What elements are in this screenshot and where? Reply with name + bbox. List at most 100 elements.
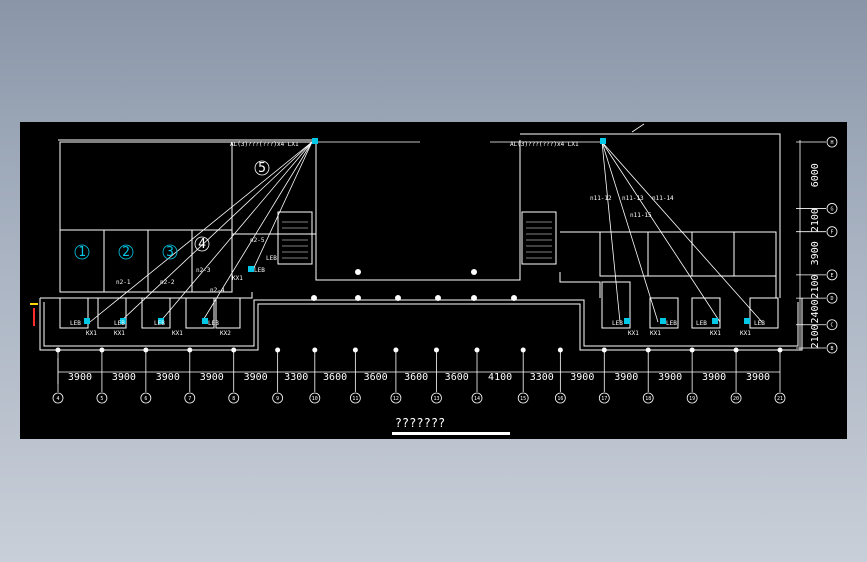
axis-bubble [826,136,838,148]
dimension-label: 3900 [570,372,594,383]
circuit-label-n2-3: n2-3 [196,267,211,274]
circuit-wiring-left [89,141,313,323]
circuit-label-n2-1: n2-1 [116,279,131,286]
column-marker [231,347,237,353]
axis-bubble-label: 8 [232,396,235,402]
column-marker [777,347,783,353]
dimension-label-vertical: 2400 [810,299,821,323]
room-right-1 [599,231,649,277]
axis-bubble [554,392,566,404]
dimension-label: 3900 [746,372,770,383]
room-number-3: 3 [166,245,174,260]
kx-label: KX1 [172,330,183,337]
wc-right-2 [649,297,679,329]
column-marker [143,347,149,353]
column-marker [275,347,281,353]
wc-left-5 [215,297,241,329]
dimension-label: 3600 [364,372,388,383]
circuit-label-n11-14: n11-14 [652,195,674,202]
right-stair [521,211,557,265]
axis-bubble [431,392,442,404]
right-lower-wall [559,272,777,298]
axis-bubble [826,292,838,304]
circuit-label-n2-5: n2-5 [250,237,265,244]
axis-bubble [598,392,610,404]
axis-bubble [642,392,654,404]
dimension-label: 3900 [244,372,268,383]
kx-label: KX1 [114,330,125,337]
dimension-label: 3900 [112,372,136,383]
dimension-label-vertical: 2100 [810,208,821,232]
wc-right-4 [749,297,779,329]
kx-label: KX1 [740,330,751,337]
fixture-label: LEB [612,320,623,327]
axis-bubble-label: B [830,346,833,352]
axis-bubble [228,392,240,404]
fixture-label: LEB [70,320,81,327]
axis-bubble [96,392,108,404]
axis-bubble [390,392,402,404]
room-5-outline [231,141,317,235]
room-number-4: 4 [198,237,206,252]
kx-label: KX1 [710,330,721,337]
axis-bubble [826,319,838,331]
title-underline [392,432,510,435]
circuit-label-n2-4: n2-4 [210,287,225,294]
kx-label: KX2 [220,330,231,337]
drawing-title: ??????? [395,416,446,430]
axis-bubble-label: 10 [312,396,318,402]
axis-bubble-label: 9 [276,396,279,402]
wc-left-3 [141,297,171,329]
left-upper-room [59,141,233,231]
axis-bubble [517,392,529,404]
room-number-1: 1 [78,245,86,260]
column-marker [474,347,480,353]
column-marker [187,347,193,353]
dimension-label-vertical: 2100 [810,324,821,348]
column-marker [393,347,399,353]
axis-bubble [826,269,838,281]
panel-label-right: AL(3)???(???)x4 LX1 [510,141,579,148]
circuit-label-n11-15: n11-15 [630,212,652,219]
axis-bubble-label: 11 [352,396,358,402]
dimension-label: 3900 [200,372,224,383]
kx-label: KX1 [650,330,661,337]
wc-right-3 [691,297,721,329]
axis-bubble-label: F [830,230,833,236]
cad-viewport[interactable]: AL(3)???(???)x4 LX1 AL(3)???(???)x4 LX1 … [20,122,847,439]
column-marker [601,347,607,353]
axis-bubble [826,203,838,214]
dimension-label: 3900 [614,372,638,383]
wc-left-4 [185,297,215,329]
kx-label: KX1 [86,330,97,337]
axis-bubble-label: 19 [689,396,695,402]
axis-bubble [140,392,152,404]
column-marker [645,347,651,353]
fixture-label: LEB [114,320,125,327]
dimension-label: 3900 [156,372,180,383]
axis-bubble [52,392,64,404]
column-marker [312,347,318,353]
column-marker [520,347,526,353]
axis-bubble-label: 13 [433,396,439,402]
column-marker [55,347,61,353]
room-right-4 [733,231,777,277]
axis-bubble-label: 12 [393,396,399,402]
left-wing-wall [58,139,521,281]
axis-bubble-label: G [830,206,833,212]
axis-bubble-label: C [830,323,833,329]
circuit-label-n11-13: n11-13 [622,195,644,202]
circuit-label-n2-2: n2-2 [160,279,175,286]
room-number-2: 2 [122,245,130,260]
axis-bubble-label: 20 [733,396,739,402]
axis-bubble-label: 14 [474,396,480,402]
room-4-outline [191,229,233,293]
kx-label: KX1 [232,275,243,282]
axis-bubble-label: 5 [100,396,103,402]
dimension-label-vertical: 3900 [810,241,821,265]
axis-bubble-label: H [830,140,833,146]
corridor-inner-wall [43,299,799,347]
left-stair [277,211,313,265]
